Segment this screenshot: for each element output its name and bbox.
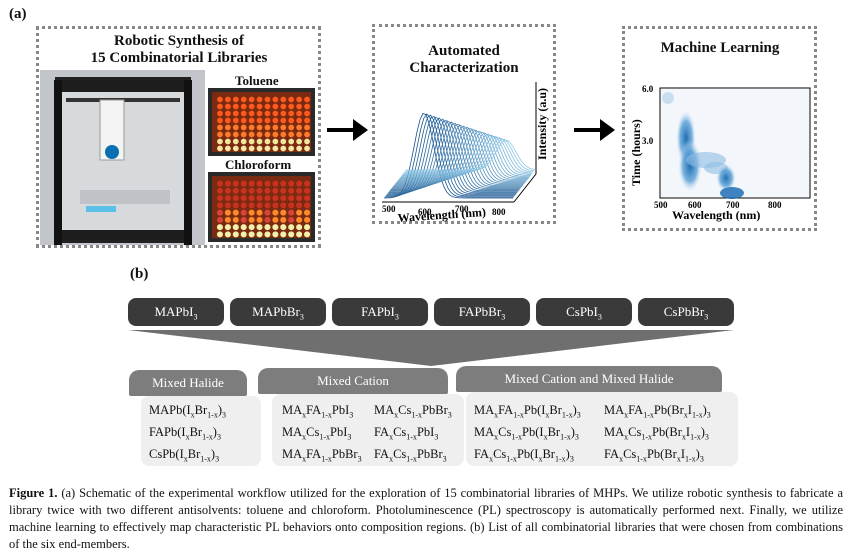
composition-item: MAxFA1-xPbBr3 (282, 447, 362, 464)
composition-item: FAPb(IxBr1-x)3 (149, 425, 221, 442)
end-member-mapbbr3: MAPbBr3 (230, 298, 326, 326)
toluene-label: Toluene (235, 73, 279, 88)
end-member-fapbi3: FAPbI3 (332, 298, 428, 326)
category-mixed-cation-halide-header: Mixed Cation and Mixed Halide (456, 366, 722, 392)
composition-item: MAxFA1-xPb(IxBr1-x)3 (474, 403, 581, 420)
ml-box (622, 26, 817, 231)
composition-item: MAxCs1-xPb(BrxI1-x)3 (604, 425, 709, 442)
synthesis-box (36, 26, 321, 248)
spectra-y-axis-label: Intensity (a.u) (535, 88, 549, 160)
category-mixed-cation-halide-body (466, 392, 738, 466)
category-mixed-cation-body (272, 394, 464, 466)
composition-item: MAxFA1-xPb(BrxI1-x)3 (604, 403, 711, 420)
composition-item: MAPb(IxBr1-x)3 (149, 403, 227, 420)
robot-photo (40, 70, 205, 245)
end-member-cspbbr3: CsPbBr3 (638, 298, 734, 326)
ml-y-tick-0: 6.0 (642, 84, 654, 94)
panel-b-label: (b) (130, 266, 149, 282)
characterization-box (372, 24, 556, 224)
category-mixed-halide-header: Mixed Halide (129, 370, 247, 396)
characterization-title-line1: Automated (428, 43, 500, 59)
toluene-plate-photo (208, 88, 315, 156)
combination-funnel (128, 330, 734, 366)
caption-text: (a) Schematic of the experimental workfl… (9, 486, 843, 551)
spectra-x-tick-1: 600 (418, 207, 432, 217)
panel-a-label: (a) (9, 6, 27, 22)
composition-item: FAxCs1-xPb(BrxI1-x)3 (604, 447, 704, 464)
composition-item: MAxCs1-xPb(IxBr1-x)3 (474, 425, 579, 442)
spectra-x-tick-3: 800 (492, 207, 506, 217)
ml-x-tick-1: 600 (688, 200, 702, 210)
category-mixed-cation-header: Mixed Cation (258, 368, 448, 394)
composition-item: MAxCs1-xPbI3 (282, 425, 352, 442)
caption-label: Figure 1. (9, 486, 58, 500)
chloroform-plate-photo (208, 172, 315, 242)
ml-y-tick-1: 3.0 (642, 136, 654, 146)
spectra-x-axis-label: Wavelength (nm) (397, 205, 486, 222)
end-member-cspbi3: CsPbI3 (536, 298, 632, 326)
chloroform-label: Chloroform (225, 157, 292, 172)
category-mixed-halide-body (141, 396, 261, 466)
characterization-title: Automated Characterization (374, 43, 554, 77)
composition-item: CsPb(IxBr1-x)3 (149, 447, 220, 464)
ml-x-tick-3: 800 (768, 200, 782, 210)
pl-spectra-plot: 500 600 700 800 Wavelength (nm) Intensit… (382, 82, 549, 222)
arrow-right-icon (327, 119, 368, 141)
ml-x-axis-label: Wavelength (nm) (672, 208, 760, 222)
ml-x-tick-0: 500 (654, 200, 668, 210)
figure-caption: Figure 1. (a) Schematic of the experimen… (9, 485, 843, 553)
ml-y-axis-label: Time (hours) (629, 119, 643, 186)
spectra-x-tick-0: 500 (382, 204, 396, 214)
synthesis-title-line2: 15 Combinatorial Libraries (90, 50, 268, 66)
composition-item: MAxCs1-xPbBr3 (374, 403, 452, 420)
composition-item: FAxCs1-xPb(IxBr1-x)3 (474, 447, 574, 464)
composition-item: FAxCs1-xPbI3 (374, 425, 439, 442)
ml-title: Machine Learning (660, 40, 780, 56)
end-member-mapbi3: MAPbI3 (128, 298, 224, 326)
ml-x-tick-2: 700 (726, 200, 740, 210)
arrow-right-icon (574, 119, 615, 141)
characterization-title-line2: Characterization (409, 60, 519, 76)
synthesis-title-line1: Robotic Synthesis of (113, 33, 244, 49)
composition-item: MAxFA1-xPbI3 (282, 403, 354, 420)
synthesis-title: Robotic Synthesis of 15 Combinatorial Li… (40, 33, 318, 67)
end-member-fapbbr3: FAPbBr3 (434, 298, 530, 326)
composition-item: FAxCs1-xPbBr3 (374, 447, 447, 464)
spectra-x-tick-2: 700 (455, 204, 469, 214)
ml-heatmap-plot: 6.0 3.0 500 600 700 800 Wavelength (nm) … (629, 84, 811, 222)
